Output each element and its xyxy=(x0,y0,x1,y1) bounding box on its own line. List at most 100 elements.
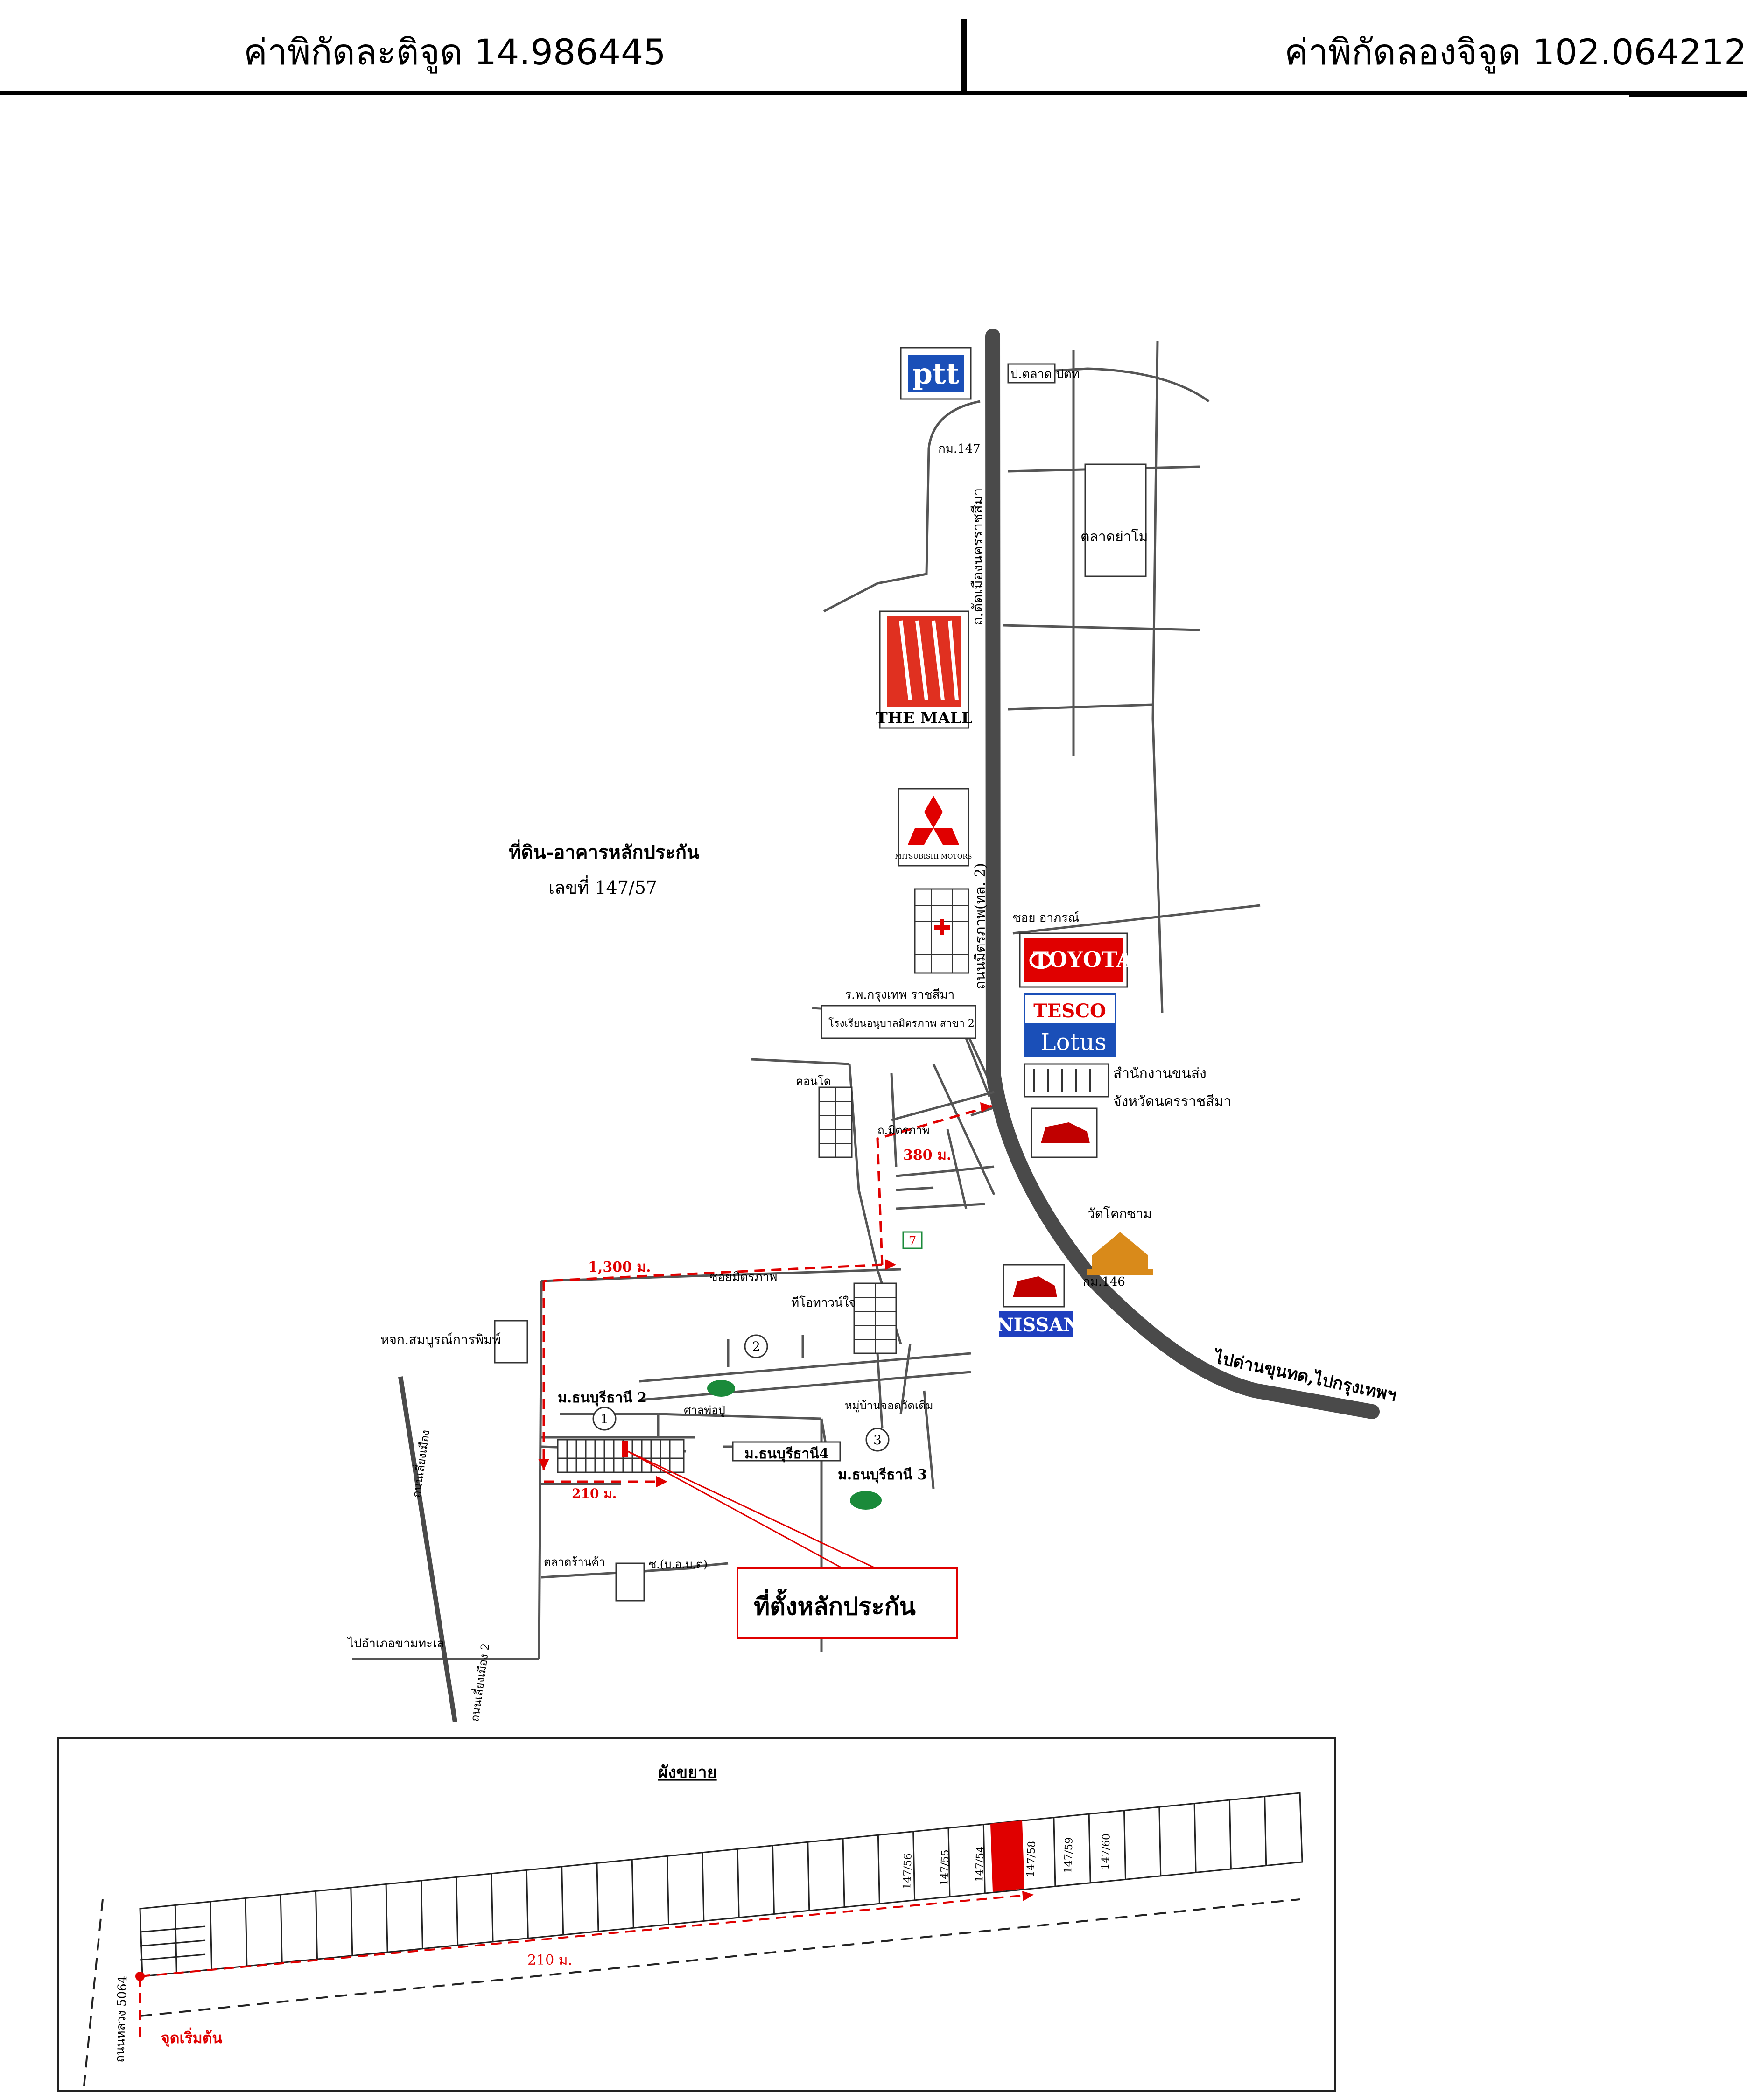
inset-distance-label: 210 ม. xyxy=(527,1952,572,1968)
inset-route xyxy=(139,1894,1032,2044)
lot-divider xyxy=(210,1901,213,1970)
inset-start-label: จุดเริ่มต้น xyxy=(161,2027,223,2048)
route-arrows xyxy=(538,1102,992,1487)
mitsubishi-text: MITSUBISHI MOTORS xyxy=(895,853,972,861)
nissan-text: NISSAN xyxy=(996,1314,1080,1336)
inset-route-arrow xyxy=(1022,1891,1034,1901)
inset-road xyxy=(83,1898,1300,2086)
lot-label: 147/54 xyxy=(974,1846,987,1882)
km146-label: กม.146 xyxy=(1083,1275,1125,1289)
circle-markers xyxy=(592,1334,890,1452)
lot-divider xyxy=(1264,1796,1267,1866)
moo-mitr2-label: ม.ธนบุรีธานี 2 xyxy=(558,1390,647,1407)
lot-divider xyxy=(350,1887,353,1956)
distance-380-label: 380 ม. xyxy=(903,1147,951,1163)
lot-divider xyxy=(737,1849,740,1918)
market-label: ตลาดย่าโม xyxy=(1080,528,1148,545)
lot-label: 147/55 xyxy=(939,1849,952,1886)
lot-divider xyxy=(1053,1817,1056,1887)
property-number: เลขที่ 147/57 xyxy=(548,875,657,898)
tesco-text: TESCO xyxy=(1033,1000,1106,1022)
bypass-road xyxy=(398,1376,457,1722)
distance-210-label: 210 ม. xyxy=(572,1486,617,1501)
toyota-logo xyxy=(1019,932,1128,988)
lot-divider xyxy=(912,1831,916,1900)
collateral-lot xyxy=(622,1441,628,1457)
soi-tid-label: ป.ตลาด ปตท xyxy=(1010,367,1080,381)
main-road-lower-label: ถนนมิตรภาพ(ทล. 2) xyxy=(972,863,989,989)
soi-lower-label: ซ.(บ.อ.บ.ต) xyxy=(649,1558,708,1571)
lot-divider xyxy=(1123,1810,1126,1880)
lot-divider xyxy=(456,1877,459,1946)
circle-num-2: 2 xyxy=(752,1339,760,1354)
office-label-2: จังหวัดนครราชสีมา xyxy=(1113,1093,1231,1110)
lot-divider xyxy=(1088,1814,1091,1883)
lot-divider xyxy=(526,1870,529,1939)
lot-divider xyxy=(315,1891,318,1959)
nissan-logo xyxy=(999,1264,1073,1337)
lot-divider xyxy=(280,1894,283,1963)
longitude-label: ค่าพิกัดลองจิจูด 102.064212 xyxy=(1284,31,1747,73)
soi-side-label: ซอยมิตรภาพ xyxy=(709,1270,777,1284)
lot-divider xyxy=(1193,1803,1197,1873)
lot-divider xyxy=(842,1838,845,1907)
lot-divider xyxy=(491,1873,494,1942)
route-path xyxy=(542,1105,992,1483)
lot-divider xyxy=(631,1859,634,1928)
office-building-icon xyxy=(1024,1063,1109,1098)
to-left-label: ไปอำเภอขามทะเล xyxy=(347,1636,444,1651)
property-title: ที่ดิน-อาคารหลักประกัน xyxy=(509,839,700,863)
printing-box xyxy=(494,1320,528,1364)
lot-divider xyxy=(420,1880,423,1949)
row-house-dividers xyxy=(566,1440,671,1472)
collateral-label-box xyxy=(737,1567,958,1639)
inset-road-label: ถนนหลวง 5064 xyxy=(113,1975,130,2063)
lot-divider xyxy=(702,1852,705,1921)
lot-divider xyxy=(877,1835,880,1904)
seven-eleven-icon: 7 xyxy=(902,1231,923,1249)
inset-frame xyxy=(57,1737,1336,2092)
lot-divider xyxy=(1158,1807,1162,1876)
shrine-label: ศาลพ่อปู่ xyxy=(684,1404,725,1417)
sub-lot-divider xyxy=(140,1925,206,1933)
main-highway xyxy=(985,329,1380,1419)
lot-divider xyxy=(667,1856,670,1925)
building-windows xyxy=(819,889,968,1353)
lot-divider xyxy=(245,1898,248,1966)
ptt-text: ptt xyxy=(912,357,960,391)
school-box xyxy=(821,1005,976,1039)
the-mall-logo xyxy=(879,610,969,729)
coordinate-header: ค่าพิกัดละติจูด 14.986445 ค่าพิกัดลองจิจ… xyxy=(0,0,1747,98)
row-houses-2 xyxy=(615,1441,841,1602)
toyota-text: TOYOTA xyxy=(1033,947,1134,972)
tesco-lotus-logo xyxy=(1024,993,1116,1057)
hospital-label: ร.พ.กรุงเทพ ราชสีมา xyxy=(845,988,954,1002)
car-dealer-icon xyxy=(1031,1107,1098,1158)
km147-label: กม.147 xyxy=(938,442,981,456)
office-label-1: สำนักงานขนส่ง xyxy=(1113,1065,1207,1082)
header-divider xyxy=(961,19,967,93)
green-car-icons xyxy=(707,1380,882,1510)
collateral-pointer xyxy=(627,1450,876,1581)
temple-icon xyxy=(1087,1232,1153,1275)
inset-collateral-lot xyxy=(990,1820,1024,1892)
apartment-label: คอนโด xyxy=(796,1075,831,1088)
lot-divider xyxy=(561,1866,564,1935)
lot-divider xyxy=(1228,1799,1232,1869)
village-label: หมู่บ้านจอดวัดเดิม xyxy=(845,1399,933,1413)
shop-label: ตลาดร้านค้า xyxy=(544,1555,605,1568)
soi-hotel-label: ซอย อาภรณ์ xyxy=(1013,911,1079,925)
lot-divider xyxy=(385,1884,388,1953)
hospital-cross xyxy=(934,919,950,935)
mitsubishi-logo xyxy=(898,788,969,867)
lot-divider xyxy=(596,1863,599,1932)
circle-num-1: 1 xyxy=(600,1411,609,1427)
sub-lot-divider xyxy=(140,1939,206,1947)
inset-start-dot xyxy=(135,1972,145,1981)
lot-label: 147/56 xyxy=(901,1853,914,1890)
soi-mittraphap-label: ถ.มิตรภาพ xyxy=(877,1124,930,1137)
lotus-text: Lotus xyxy=(1040,1029,1106,1056)
collateral-label: ที่ตั้งหลักประกัน xyxy=(754,1589,916,1621)
lot-divider xyxy=(174,1905,177,1973)
